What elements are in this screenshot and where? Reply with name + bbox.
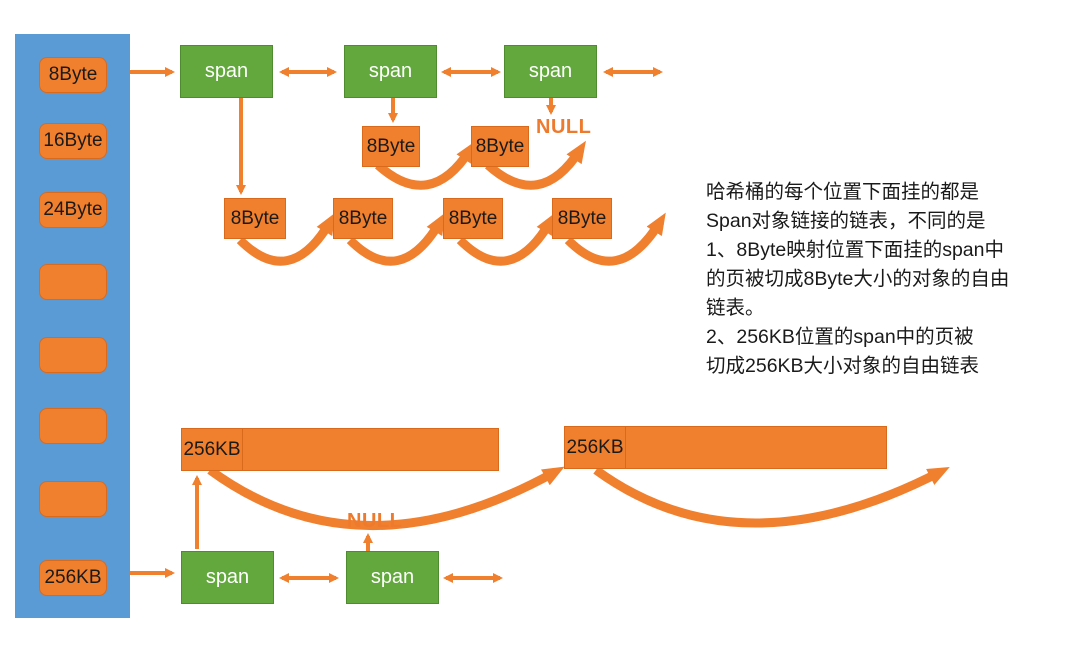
curve-a2 [484, 140, 586, 190]
bucket-slot-empty-1 [39, 264, 107, 300]
curve-256kb-2 [593, 466, 950, 528]
span-node-2: span [344, 45, 437, 98]
bucket-slot-24byte: 24Byte [39, 192, 107, 228]
bucket-slot-empty-3 [39, 408, 107, 444]
hash-bucket-column [15, 34, 130, 618]
block-256kb-2: 256KB [564, 426, 887, 469]
span-node-1: span [180, 45, 273, 98]
curve-b1 [236, 212, 336, 266]
note-line: 的页被切成8Byte大小的对象的自由 [706, 268, 1010, 290]
curve-b4 [564, 212, 666, 266]
null-label-bottom: NULL [347, 510, 403, 532]
object-8byte-b4: 8Byte [552, 198, 612, 239]
block-256kb-1-label: 256KB [182, 429, 243, 470]
note-line: 哈希桶的每个位置下面挂的都是 [706, 181, 980, 203]
object-8byte-b3: 8Byte [443, 198, 503, 239]
explanation-note: 哈希桶的每个位置下面挂的都是 Span对象链接的链表，不同的是 1、8Byte映… [706, 178, 1081, 381]
block-256kb-2-label: 256KB [565, 427, 626, 468]
curve-256kb-1 [207, 466, 565, 530]
object-8byte-a1: 8Byte [362, 126, 420, 167]
span-node-256kb-1: span [181, 551, 274, 604]
null-label-top: NULL [536, 116, 592, 138]
note-line: 1、8Byte映射位置下面挂的span中 [706, 239, 1004, 261]
note-line: 链表。 [706, 297, 765, 319]
bucket-slot-empty-2 [39, 337, 107, 373]
curve-b3 [456, 212, 556, 266]
object-8byte-b2: 8Byte [333, 198, 393, 239]
note-line: Span对象链接的链表，不同的是 [706, 210, 986, 232]
bucket-slot-16byte: 16Byte [39, 123, 107, 159]
span-node-256kb-2: span [346, 551, 439, 604]
object-8byte-a2: 8Byte [471, 126, 529, 167]
note-line: 切成256KB大小对象的自由链表 [706, 355, 980, 377]
note-line: 2、256KB位置的span中的页被 [706, 326, 974, 348]
bucket-slot-empty-4 [39, 481, 107, 517]
bucket-slot-8byte: 8Byte [39, 57, 107, 93]
curve-a1 [374, 140, 476, 190]
bucket-slot-256kb: 256KB [39, 560, 107, 596]
block-256kb-1: 256KB [181, 428, 499, 471]
curve-b2 [346, 212, 446, 266]
object-8byte-b1: 8Byte [224, 198, 286, 239]
span-node-3: span [504, 45, 597, 98]
